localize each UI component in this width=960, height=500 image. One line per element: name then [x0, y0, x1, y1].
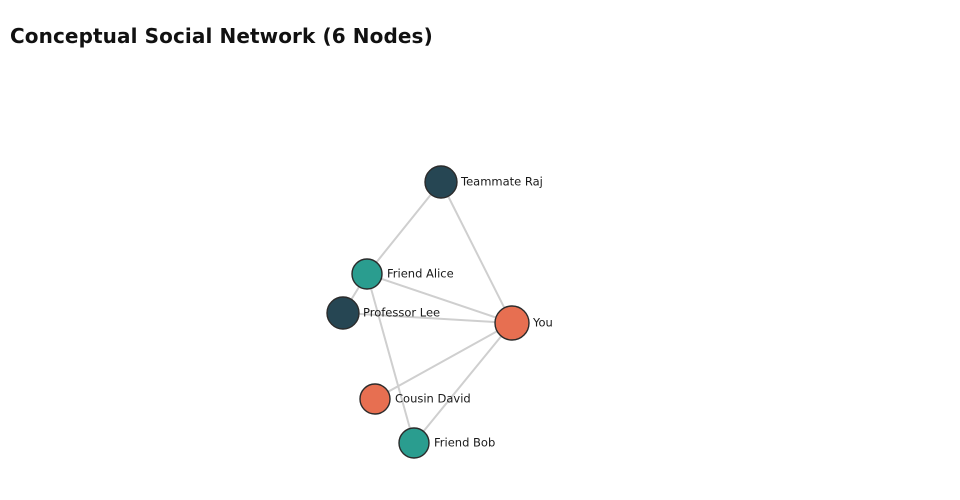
graph-node-label-friend_alice: Friend Alice	[387, 267, 454, 281]
graph-node-teammate_raj[interactable]: Teammate Raj	[424, 165, 543, 199]
graph-edge-friend_alice-to-you	[366, 273, 513, 324]
graph-edge-teammate_raj-to-you	[440, 181, 513, 324]
graph-node-circle-friend_alice[interactable]	[351, 258, 383, 290]
graph-node-friend_bob[interactable]: Friend Bob	[398, 427, 495, 459]
graph-node-cousin_david[interactable]: Cousin David	[359, 383, 471, 415]
graph-edge-friend_alice-to-friend_bob	[366, 273, 415, 444]
graph-node-label-professor_lee: Professor Lee	[363, 306, 440, 320]
graph-node-circle-teammate_raj[interactable]	[424, 165, 458, 199]
graph-node-circle-you[interactable]	[494, 305, 530, 341]
graph-node-label-friend_bob: Friend Bob	[434, 436, 495, 450]
graph-edge-you-to-friend_bob	[413, 322, 513, 444]
graph-edge-teammate_raj-to-friend_alice	[366, 181, 442, 275]
page-title: Conceptual Social Network (6 Nodes)	[10, 24, 433, 48]
graph-node-you[interactable]: You	[494, 305, 553, 341]
graph-edge-you-to-cousin_david	[374, 322, 513, 400]
graph-node-label-you: You	[532, 316, 553, 330]
graph-node-label-teammate_raj: Teammate Raj	[460, 175, 543, 189]
graph-node-circle-professor_lee[interactable]	[326, 296, 360, 330]
graph-node-friend_alice[interactable]: Friend Alice	[351, 258, 454, 290]
graph-node-label-cousin_david: Cousin David	[395, 392, 471, 406]
graph-node-circle-cousin_david[interactable]	[359, 383, 391, 415]
graph-edge-professor_lee-to-you	[342, 312, 513, 324]
graph-node-circle-friend_bob[interactable]	[398, 427, 430, 459]
graph-node-professor_lee[interactable]: Professor Lee	[326, 296, 440, 330]
